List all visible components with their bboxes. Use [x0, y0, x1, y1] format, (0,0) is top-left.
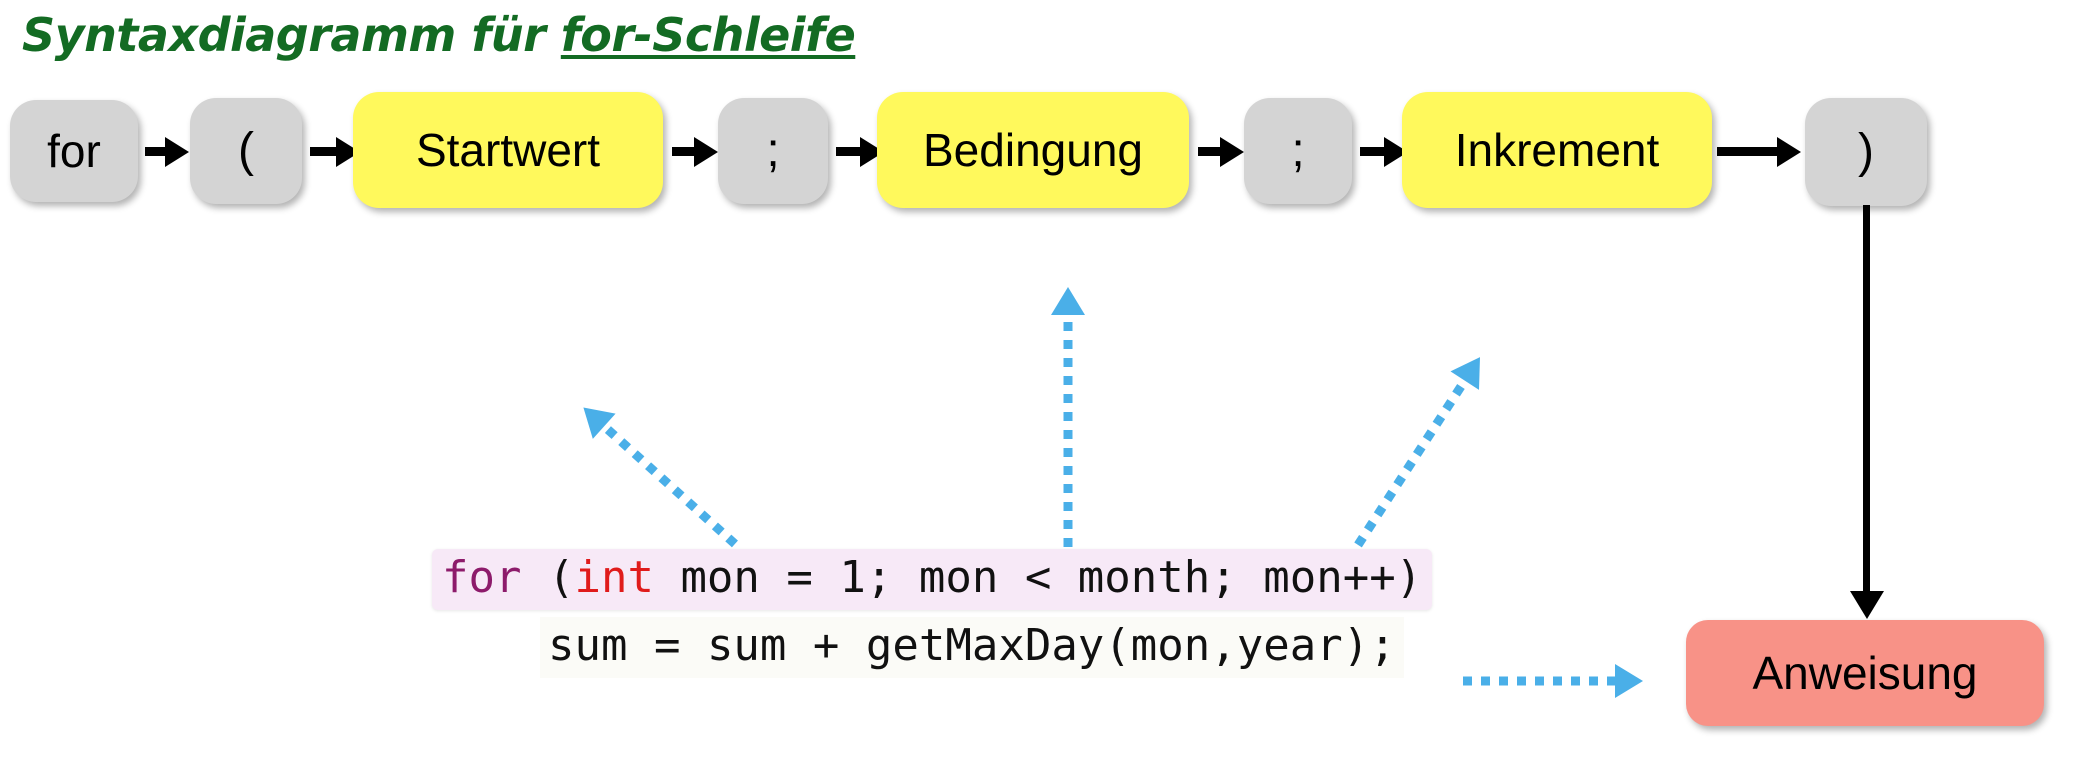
node-bedingung[interactable]: Bedingung — [877, 92, 1189, 208]
arrow-semi2-to-inkrement — [1360, 147, 1386, 156]
dotted-arrow-head — [1615, 664, 1643, 698]
code-keyword-int: int — [574, 552, 654, 603]
code-line-for-statement: for (int mon = 1; mon < month; mon++) — [432, 549, 1433, 610]
dotted-arrow-shaft — [1463, 676, 1615, 686]
node-open-paren[interactable]: ( — [190, 98, 302, 204]
node-semicolon-2[interactable]: ; — [1244, 98, 1352, 204]
arrow-inkrement-to-rparen — [1717, 147, 1779, 156]
node-bedingung-label: Bedingung — [923, 124, 1143, 176]
arrow-lparen-to-startwert — [310, 147, 338, 156]
node-semicolon-2-label: ; — [1291, 124, 1305, 177]
node-semicolon-1[interactable]: ; — [718, 98, 828, 204]
node-startwert-label: Startwert — [415, 124, 601, 176]
code-line2-text: sum = sum + getMaxDay(mon,year); — [548, 620, 1396, 671]
code-open-paren: ( — [521, 552, 575, 603]
dotted-arrow-to-inkrement — [1344, 343, 1498, 554]
dotted-arrow-head — [1051, 287, 1085, 315]
node-anweisung-label: Anweisung — [1752, 647, 1978, 699]
node-startwert[interactable]: Startwert — [353, 92, 663, 208]
page-title: Syntaxdiagramm für for-Schleife — [22, 8, 856, 62]
arrow-for-to-lparen — [145, 147, 167, 156]
dotted-arrow-to-anweisung — [1463, 664, 1663, 698]
node-inkrement-label: Inkrement — [1454, 124, 1660, 176]
dotted-arrow-to-bedingung — [1051, 287, 1085, 547]
node-close-paren-label: ) — [1858, 125, 1874, 178]
dotted-arrow-shaft — [1354, 378, 1469, 548]
dotted-arrow-shaft — [1063, 315, 1073, 547]
title-emphasis: for-Schleife — [560, 8, 856, 62]
node-open-paren-label: ( — [238, 124, 254, 177]
code-line1-rest: mon = 1; mon < month; mon++) — [653, 552, 1423, 603]
node-for-label: for — [47, 125, 101, 177]
node-inkrement[interactable]: Inkrement — [1402, 92, 1712, 208]
code-keyword-for: for — [442, 552, 522, 603]
arrow-startwert-to-semi1 — [672, 147, 696, 156]
arrow-rparen-to-anweisung — [1863, 205, 1870, 593]
arrow-semi1-to-bedingung — [836, 147, 862, 156]
arrow-bedingung-to-semi2 — [1198, 147, 1222, 156]
title-prefix: Syntaxdiagramm für — [22, 8, 561, 62]
node-for[interactable]: for — [10, 100, 138, 202]
code-line-body-statement: sum = sum + getMaxDay(mon,year); — [540, 617, 1404, 678]
dotted-arrow-shaft — [601, 422, 739, 548]
node-anweisung[interactable]: Anweisung — [1686, 620, 2044, 726]
node-semicolon-1-label: ; — [766, 124, 780, 177]
dotted-arrow-to-startwert — [568, 391, 747, 557]
node-close-paren[interactable]: ) — [1805, 98, 1927, 206]
